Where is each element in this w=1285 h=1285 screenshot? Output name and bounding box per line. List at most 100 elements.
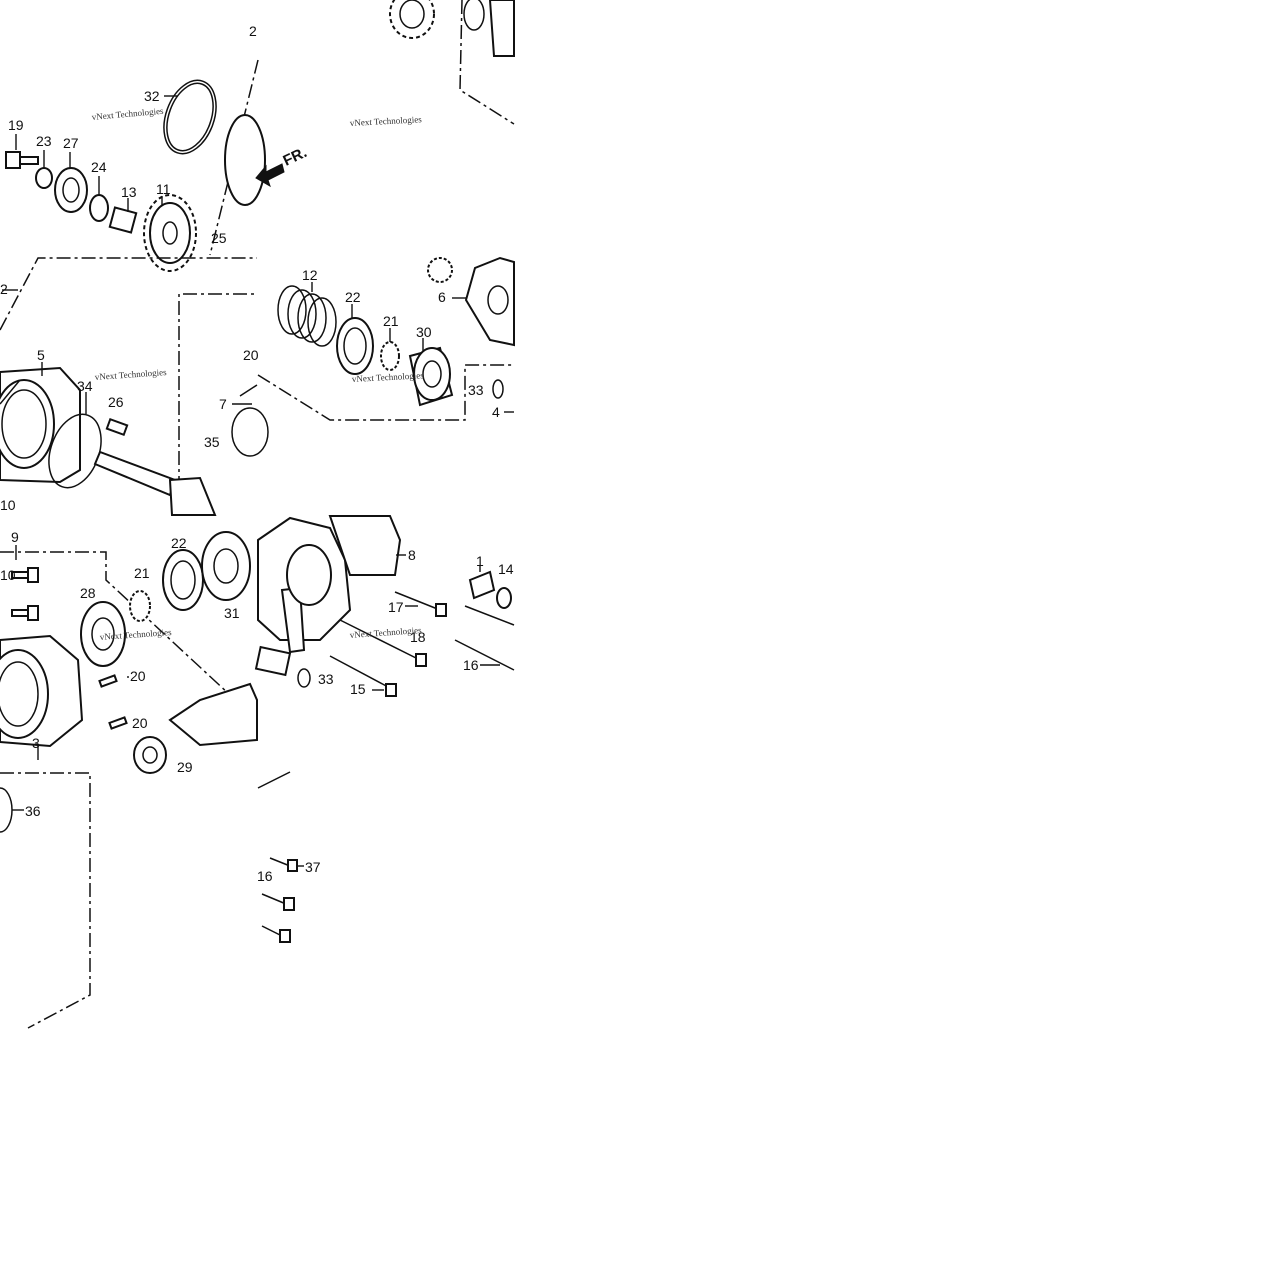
bolt-37-head (287, 859, 298, 872)
bearing-29 (133, 736, 167, 774)
watermark: vNext Technologies (94, 367, 167, 382)
bearing-31 (201, 531, 251, 601)
callout-34: 34 (77, 378, 93, 394)
bolt-16-head (283, 897, 295, 911)
housing-corner (488, 0, 515, 57)
bolt-18-head (415, 653, 427, 667)
o-ring-33 (297, 668, 311, 688)
gear-icon (143, 194, 197, 272)
gear-11-hub (162, 221, 178, 245)
callout-27: 27 (63, 135, 79, 151)
callout-1: 1 (476, 553, 484, 569)
bearing-30-face (413, 347, 451, 401)
callout-22: 22 (171, 535, 187, 551)
tile-upper-left: FR. 2 32 19 23 27 24 13 11 25 vNext Tech… (5, 23, 310, 272)
washer-23 (35, 167, 53, 189)
callout-16: 16 (463, 657, 479, 673)
o-ring-35 (231, 407, 269, 457)
callout-28: 28 (80, 585, 96, 601)
watermark: vNext Technologies (350, 114, 423, 128)
bolt-10-head (27, 567, 39, 583)
pinion-gear (168, 476, 217, 516)
dowel-pin-26 (105, 417, 129, 437)
spring-coil (277, 285, 307, 335)
callout-33: 33 (318, 671, 334, 687)
tile-bottom-right: 37 16 (257, 771, 321, 943)
bearing-race-22 (162, 549, 204, 611)
tile-middle-right: 12 22 21 30 6 33 4 vNext Technologies (257, 256, 515, 421)
collar (254, 645, 292, 677)
callout-10: 10 (0, 497, 16, 513)
phantom-line (0, 772, 91, 1029)
bolt-15-head (385, 683, 397, 697)
bearing-27-outer (54, 167, 88, 213)
case-8-bore (286, 544, 332, 606)
spring-coil (287, 289, 317, 339)
bolt-icon (261, 893, 287, 905)
bearing-27-inner (62, 177, 80, 203)
front-arrow (255, 163, 285, 188)
plate-1 (468, 570, 496, 600)
bearing-30-bore (422, 360, 442, 388)
phantom-line (257, 364, 514, 421)
callout-9: 9 (11, 529, 19, 545)
bearing-29-inner (142, 746, 158, 764)
bolt-icon (5, 151, 39, 169)
callout-17: 17 (388, 599, 404, 615)
lock-nut-21 (380, 341, 400, 371)
callout-32: 32 (144, 88, 160, 104)
bolt-icon (329, 655, 391, 689)
bolt-17-head (435, 603, 447, 617)
spring-coil (297, 293, 327, 343)
bearing-28-outer (80, 601, 126, 667)
callout-12: 12 (302, 267, 318, 283)
phantom-line (0, 257, 257, 331)
gear-icon (427, 257, 453, 283)
case-8-flange (328, 515, 402, 576)
outline (0, 379, 258, 405)
callout-13: 13 (121, 184, 137, 200)
callout-6: 6 (438, 289, 446, 305)
bolt-icon (339, 619, 421, 661)
stud (464, 605, 515, 626)
callout-20: 20 (132, 715, 148, 731)
washer-24 (89, 194, 109, 222)
collar-13 (108, 206, 138, 234)
o-ring-32-inner (166, 82, 214, 152)
nut-14 (496, 587, 512, 609)
bolt-20 (98, 674, 118, 688)
callout-36: 36 (25, 803, 41, 819)
outline (257, 771, 291, 789)
callout-31: 31 (224, 605, 240, 621)
callout-10: 10 (0, 567, 16, 583)
callout-35: 35 (204, 434, 220, 450)
case-3-seal (0, 661, 39, 727)
bearing-icon (54, 167, 88, 213)
o-ring-36 (0, 787, 13, 833)
callout-15: 15 (350, 681, 366, 697)
bolt-16-head (279, 929, 291, 943)
callout-21: 21 (134, 565, 150, 581)
watermark: vNext Technologies (352, 370, 425, 384)
gear-icon (389, 0, 435, 39)
o-ring-33 (492, 379, 504, 399)
callout-19: 19 (8, 117, 24, 133)
gear-11-body (149, 202, 191, 264)
gear-hub (399, 0, 425, 29)
callout-22: 22 (345, 289, 361, 305)
bevel-gear (168, 682, 258, 747)
bolt-icon (394, 591, 441, 611)
bolt-icon (261, 925, 283, 937)
callout-11: 11 (156, 181, 171, 197)
callout-20: 20 (130, 668, 146, 684)
callout-21: 21 (383, 313, 399, 329)
o-ring-32 (163, 79, 217, 155)
callout-29: 29 (177, 759, 193, 775)
housing-edge (224, 114, 266, 206)
spring-coil (307, 297, 337, 347)
callout-23: 23 (36, 133, 52, 149)
bearing-28-inner (91, 617, 115, 651)
lock-nut-21 (129, 590, 151, 622)
callout-8: 8 (408, 547, 416, 563)
case-3-bore (0, 649, 49, 739)
